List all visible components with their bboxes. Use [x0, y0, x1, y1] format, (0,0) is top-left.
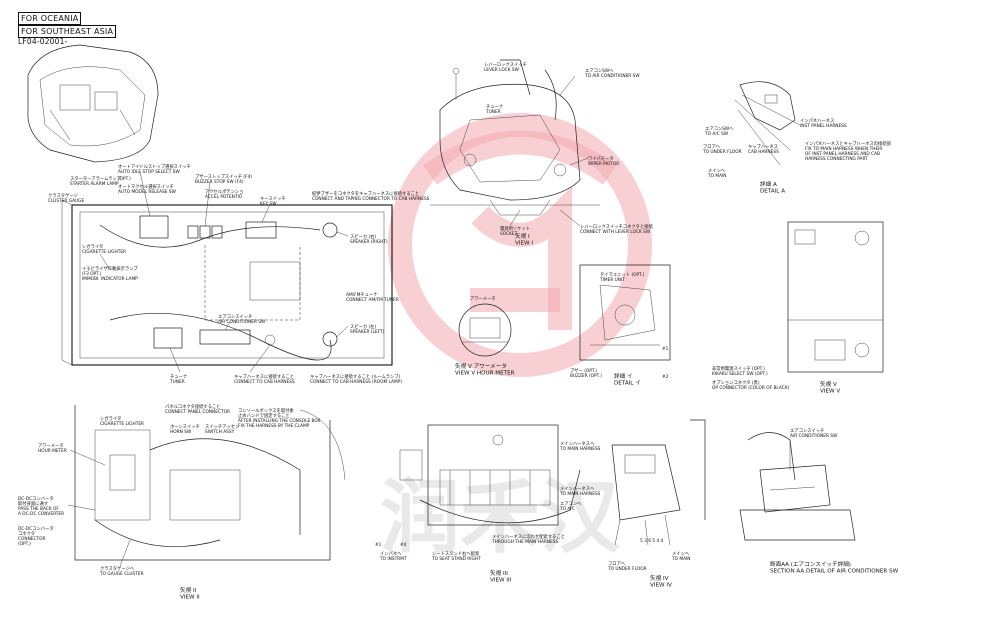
- label-speaker-left: スピーカ (左)SPEAKER (LEFT): [350, 323, 385, 335]
- view-2-console: [74, 405, 346, 561]
- view-3-under-floor: [399, 424, 581, 526]
- detail-i-timer-buzzer: [579, 264, 671, 361]
- view-4-harness-route: [611, 419, 706, 546]
- view-v-cab-plan: [787, 221, 884, 373]
- label-connect-roof-lamp: キャブハーネスに接続すること (ルームランプ)CONNECT TO CAB HA…: [310, 373, 402, 385]
- marker-view3-4: #4: [400, 542, 407, 548]
- marker-detail-i-2: #2: [662, 374, 669, 380]
- label-opt: (OPT.): [118, 176, 131, 182]
- cluster-gauge-shape: [139, 215, 169, 239]
- detail-a-harness: [734, 81, 801, 166]
- machine-isometric-view: [27, 44, 159, 163]
- marker-view3-1: #1: [375, 542, 382, 548]
- marker-view4: 5 3 6 5 4 4: [640, 538, 663, 544]
- marker-detail-i-1: #1: [662, 346, 669, 352]
- region-label-southeast-asia: FOR SOUTHEAST ASIA: [18, 25, 117, 38]
- label-key-switch-opt: 非常用電源スイッチ (OPT.)KIKAKU SELECT SW (OPT.): [712, 365, 768, 377]
- serial-number: LF04-02001-: [18, 37, 68, 46]
- label-opt-connector: オプションコネクタ (黒)OP CONNECTOR (COLOR OF BLAC…: [712, 379, 790, 391]
- label-buzzer: ブザー (OPT.)BUZZER (OPT.): [570, 367, 602, 379]
- view-1-seat-console: [430, 59, 600, 216]
- section-aa-seat: [739, 432, 856, 541]
- watermark-text: 润禾汉: [380, 471, 621, 564]
- region-label-oceania: FOR OCEANIA: [18, 12, 82, 25]
- label-speaker-right: スピーカ (右)SPEAKER (RIGHT): [350, 233, 388, 245]
- label-timer-unit: タイマユニット (OPT.)TIMER UNIT: [599, 271, 645, 283]
- caption-section-aa: 断面AA (エアコンスイッチ詳細)SECTION AA DETAIL OF AI…: [770, 560, 899, 574]
- label-buzzer-stop-switch: ブザーストップスイッチ (F4)BUZZER STOP SW (F4): [195, 173, 252, 185]
- main-instrument-panel: [61, 199, 393, 366]
- speaker-right-icon: [322, 222, 338, 238]
- label-immobilizer-lamp: イモビライザ作動表示ランプ(F3 OPT.)IMMOBI. INDICATOR …: [82, 265, 138, 282]
- view-5-hour-meter: [458, 303, 512, 357]
- watermark-gear-icon: [388, 113, 652, 377]
- label-view5-hour-meter: アワーメータ: [470, 295, 496, 302]
- speaker-left-icon: [322, 331, 338, 347]
